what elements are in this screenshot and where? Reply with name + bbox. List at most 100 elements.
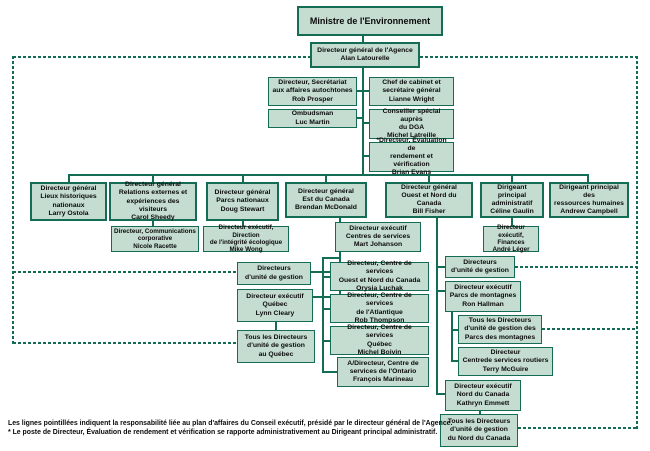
connector: [587, 174, 589, 182]
footnotes: Les lignes pointillées indiquent la resp…: [8, 419, 638, 438]
dotted-line-parcs-montagnes: [542, 328, 636, 330]
connector: [322, 276, 330, 278]
connector: [362, 36, 364, 42]
org-box-line: Parcs des montagnes: [464, 333, 536, 341]
org-box-line: d'unité de gestion: [450, 426, 508, 434]
org-box-line: Directeur exécutif: [454, 383, 512, 391]
org-box-tous-quebec: Tous les Directeurs d'unité de gestion a…: [237, 330, 315, 363]
org-box-line: Directeur, Centre de services: [347, 324, 412, 340]
org-box-line: administratif: [491, 200, 533, 207]
org-box-line: Directeur exécutif, Direction: [218, 224, 274, 239]
org-box-line: Ron Hallman: [462, 300, 504, 308]
org-box-stewart: Directeur général Parcs nationaux Doug S…: [206, 182, 279, 221]
org-box-line: Dirigeant principal des: [559, 183, 619, 199]
org-box-racette: Directeur, Communications corporative Ni…: [111, 226, 199, 252]
dotted-line-tous-quebec: [13, 342, 237, 344]
org-box-line: Lynn Cleary: [255, 309, 295, 317]
dotted-line-tous-nord: [518, 427, 636, 429]
org-box-tous-montagnes: Tous les Directeurs d'unité de gestion d…: [458, 315, 542, 344]
org-box-line: Bill Fisher: [412, 208, 446, 216]
org-box-line: Ombudsman: [291, 110, 334, 118]
org-box-line: Michel Latreille: [386, 132, 437, 140]
org-box-line: Luc Martin: [295, 118, 330, 126]
connector: [152, 174, 154, 182]
org-box-line: Alan Latourelle: [340, 55, 390, 62]
org-box-line: Conseiller spécial auprès: [382, 107, 441, 123]
org-box-line: Québec: [262, 301, 288, 309]
org-box-line: Centres de services: [345, 232, 411, 240]
org-box-line: Directeur, Communications: [114, 227, 196, 235]
org-box-line: Rob Prosper: [292, 95, 333, 103]
connector: [362, 68, 364, 174]
org-box-tous-nord: Tous les Directeurs d'unité de gestion d…: [440, 414, 518, 447]
org-box-line: *Directeur, Évaluation de: [376, 136, 447, 152]
org-box-line: Directeurs: [257, 265, 291, 273]
connector: [428, 174, 430, 182]
connector: [511, 218, 513, 226]
org-box-line: Brian Evans: [391, 169, 432, 177]
connector: [357, 117, 362, 119]
org-box-gaulin: Dirigeant principal administratif Céline…: [480, 182, 544, 218]
org-box-line: Tous les Directeurs: [447, 418, 511, 426]
connector-trunk: [68, 174, 589, 176]
org-box-line: Andrew Campbell: [560, 208, 618, 216]
connector: [322, 257, 324, 372]
dotted-line-dug-left: [13, 271, 237, 273]
org-box-ministre: Ministre de l'Environnement: [297, 6, 443, 36]
dotted-line-dug-right: [515, 266, 636, 268]
org-box-line: du Nord du Canada: [447, 434, 511, 442]
connector: [322, 340, 330, 342]
org-box-dug-left: Directeurs d'unité de gestion: [237, 262, 311, 285]
org-box-line: Directeur général: [214, 189, 271, 197]
org-box-line: Tous les Directeurs: [468, 317, 532, 325]
connector: [364, 90, 369, 92]
org-box-ombudsman: Ombudsman Luc Martin: [268, 109, 357, 128]
org-box-thompson: Directeur, Centre de services de l'Atlan…: [330, 292, 429, 324]
connector: [357, 90, 362, 92]
connector: [242, 221, 244, 226]
org-box-line: expériences des visiteurs: [126, 197, 180, 213]
org-box-line: Mart Johanson: [353, 241, 403, 248]
org-box-line: A/Directeur, Centre de: [347, 359, 419, 367]
connector: [511, 174, 513, 182]
org-box-line: Nicole Racette: [133, 242, 177, 250]
org-box-emmett: Directeur exécutif Nord du Canada Kathry…: [445, 380, 521, 411]
org-box-line: Orysia Luchak: [356, 284, 403, 292]
org-box-line: corporative: [137, 235, 173, 243]
org-box-line: Directeur, Centre de services: [347, 260, 412, 276]
connector: [68, 174, 70, 182]
dotted-line-right-vertical: [636, 56, 638, 429]
org-box-line: secrétaire général: [382, 87, 441, 95]
org-box-line: d'unité de gestion: [247, 342, 305, 350]
org-box-line: du DGA: [398, 124, 425, 131]
org-box-line: Directeur général: [125, 181, 181, 189]
dotted-line-top-right: [420, 56, 637, 58]
org-box-ostola: Directeur général Lieux historiques nati…: [30, 182, 107, 221]
org-box-line: Kathryn Emmett: [456, 399, 510, 407]
connector: [313, 296, 339, 298]
connector: [451, 329, 458, 331]
org-box-line: Ouest et Nord du Canada: [401, 191, 457, 207]
org-box-line: Ouest et Nord du Canada: [338, 276, 421, 284]
org-box-line: Directeur: [490, 349, 521, 357]
org-box-wright: Chef de cabinet et secrétaire général Li…: [369, 77, 454, 106]
connector: [436, 290, 445, 292]
org-box-prosper: Directeur, Secrétariat aux affaires auto…: [268, 77, 357, 106]
org-box-line: Chef de cabinet et: [382, 79, 441, 87]
org-box-line: Directeur exécutif: [349, 224, 407, 232]
org-box-line: Directeur, Secrétariat: [278, 79, 347, 87]
connector: [311, 271, 339, 273]
org-box-line: services de l'Ontario: [349, 367, 417, 375]
org-box-fisher: Directeur général Ouest et Nord du Canad…: [385, 182, 473, 218]
org-box-line: Directeur exécutif,: [497, 224, 525, 239]
connector: [275, 322, 277, 330]
org-box-line: Mike Wong: [229, 246, 263, 254]
org-box-line: Rob Thompson: [354, 316, 405, 324]
org-box-line: Est du Canada: [302, 195, 350, 203]
org-box-line: Lianne Wright: [388, 95, 435, 103]
footnote-asterisk: * Le poste de Directeur, Évaluation de r…: [8, 429, 438, 437]
org-box-line: d'unité de gestion: [451, 267, 509, 274]
org-box-line: Directeur général: [401, 183, 457, 191]
connector: [436, 218, 438, 395]
